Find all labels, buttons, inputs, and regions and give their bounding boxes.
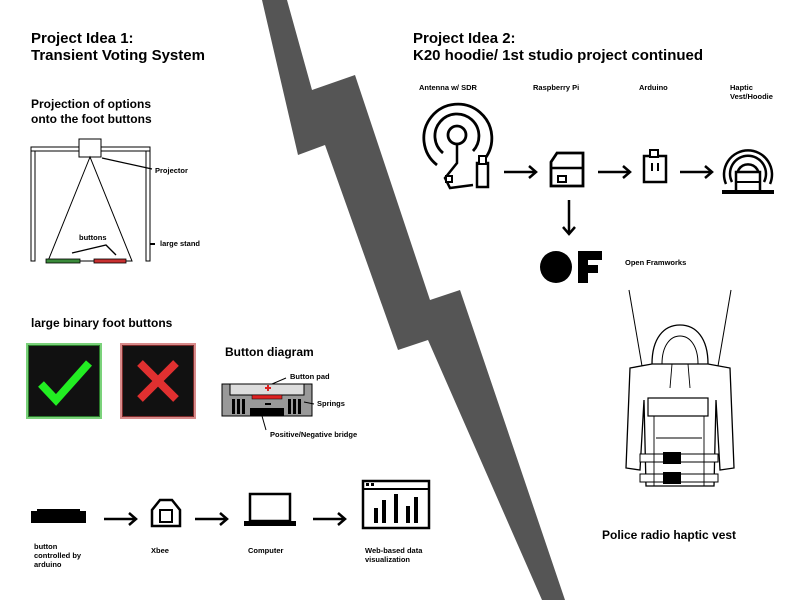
foot-button-no[interactable] [122,345,194,417]
label-arduino: Arduino [639,83,668,92]
label-large-stand: large stand [160,239,201,248]
arrow-icon [504,165,538,179]
haptic-vest-icon [722,149,774,194]
label-raspberry-pi: Raspberry Pi [533,83,580,92]
arrow-icon [195,512,229,526]
label-buttons: buttons [79,233,107,242]
laptop-icon [244,492,296,526]
label-haptic-line1: Haptic [730,83,753,92]
projector-stand-diagram [30,138,153,264]
idea1-title: Project Idea 1: Transient Voting System [31,30,205,64]
xbee-icon [150,498,182,528]
flow-label-xbee: Xbee [151,546,169,555]
arrow-icon [104,512,138,526]
data-visualization-icon [361,479,431,530]
projection-title-line1: Projection of options [31,97,151,111]
flow-label-computer: Computer [248,546,284,555]
label-open-frameworks: Open Framworks [625,258,687,267]
foot-button-icon [31,509,86,523]
label-button-pad: Button pad [290,372,330,381]
foot-buttons-title: large binary foot buttons [31,316,173,330]
hoodie-vest-illustration [625,289,735,487]
label-haptic: Haptic Vest/Hoodie [730,83,773,101]
flow-label-button-line1: button [34,542,58,551]
label-haptic-line2: Vest/Hoodie [730,92,773,101]
stand-pointer-tick [150,243,155,245]
antenna-sdr-icon [422,102,494,190]
idea1-title-line1: Project Idea 1: [31,30,134,47]
flow-label-web: Web-based data visualization [365,546,422,564]
cross-icon [137,360,179,402]
idea2-title: Project Idea 2: K20 hoodie/ 1st studio p… [413,30,703,64]
arduino-icon [642,149,668,184]
down-arrow-icon [562,200,576,236]
label-bridge: Positive/Negative bridge [270,430,358,439]
projector-box [78,138,102,158]
foot-button-yes[interactable] [28,345,100,417]
checkmark-icon [38,360,92,406]
idea2-title-line1: Project Idea 2: [413,30,516,47]
caption-police-radio-vest: Police radio haptic vest [602,528,737,542]
arrow-icon [598,165,632,179]
arrow-icon [680,165,714,179]
label-antenna: Antenna w/ SDR [419,83,477,92]
flow-label-button: button controlled by arduino [34,542,81,569]
projected-button-red [93,258,127,264]
raspberry-pi-icon [549,151,585,188]
button-cross-section-diagram [221,377,315,431]
idea1-title-line2: Transient Voting System [31,47,205,64]
open-frameworks-logo [540,251,602,283]
projected-button-green [45,258,81,264]
flow-label-button-line2: controlled by [34,551,82,560]
label-springs: Springs [317,399,345,408]
flow-label-button-line3: arduino [34,560,62,569]
arrow-icon [313,512,347,526]
projection-title: Projection of options onto the foot butt… [31,97,152,127]
flow-label-web-line1: Web-based data [365,546,423,555]
label-projector: Projector [155,166,188,175]
button-diagram-title: Button diagram [225,345,314,359]
idea2-title-line2: K20 hoodie/ 1st studio project continued [413,47,704,64]
projection-title-line2: onto the foot buttons [31,112,152,126]
flow-label-web-line2: visualization [365,555,411,564]
